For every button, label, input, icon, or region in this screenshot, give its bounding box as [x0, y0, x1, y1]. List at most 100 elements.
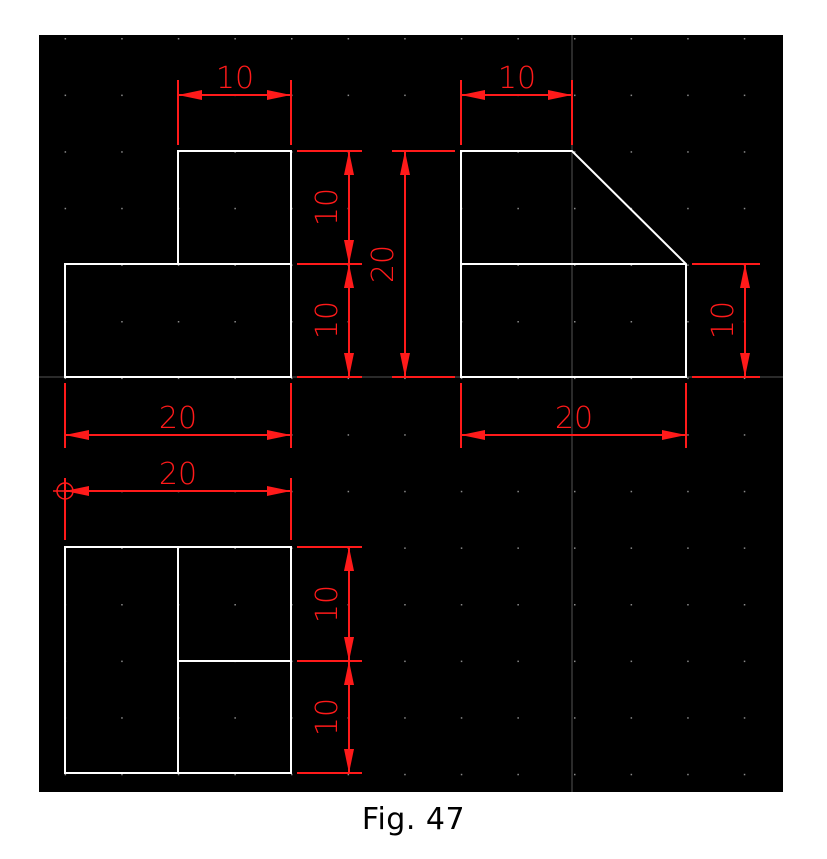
dim-text-side-bottom-width: 20 [555, 401, 593, 436]
grid-dot [234, 321, 236, 323]
dim-text-side-right-height: 10 [706, 301, 741, 339]
grid-dot [687, 434, 689, 436]
grid-dot [743, 207, 746, 210]
grid-dot [687, 717, 689, 719]
grid-dot [234, 717, 236, 719]
grid-dot [630, 773, 633, 776]
grid-dot [460, 717, 463, 719]
grid-dot [687, 377, 689, 380]
grid-dot [517, 773, 519, 776]
grid-dot [404, 547, 406, 549]
dim-front-top-width [177, 80, 292, 145]
grid-dot [347, 377, 350, 380]
grid-dot [234, 604, 236, 606]
grid-dot [460, 38, 463, 40]
grid-dot [574, 773, 576, 776]
grid-dot [460, 377, 463, 380]
origin-marker-icon [53, 479, 77, 503]
dim-text-front-top-width: 10 [216, 61, 254, 96]
grid-dot [234, 264, 236, 266]
grid-dot [743, 717, 746, 719]
dim-side-bottom-width [460, 383, 687, 448]
grid-dot [743, 38, 746, 40]
grid-dot [404, 94, 406, 97]
grid-dot [574, 377, 576, 380]
grid-dot [517, 207, 519, 210]
grid-dot [177, 377, 180, 380]
drawing-background [39, 35, 783, 792]
grid-dot [687, 604, 689, 606]
dim-text-top-upper-height: 10 [310, 585, 345, 623]
grid-dot [404, 660, 406, 663]
grid-dot [347, 773, 350, 776]
grid-dot [121, 717, 123, 719]
figure-caption: Fig. 47 [361, 802, 466, 837]
grid-dot [743, 377, 746, 380]
grid-dot [630, 490, 633, 493]
grid-dot [743, 773, 746, 776]
grid-dot [404, 717, 406, 719]
grid-dot [291, 38, 293, 40]
grid-dot [404, 604, 406, 606]
grid-dot [687, 151, 689, 153]
grid-dot [743, 547, 746, 549]
grid-dot [121, 377, 123, 380]
grid-dot [574, 38, 576, 40]
grid-dot [743, 660, 746, 663]
grid-dot [460, 660, 463, 663]
grid-dot [121, 207, 123, 210]
grid-dot [460, 490, 463, 493]
grid-dot [234, 547, 236, 549]
grid-dot [630, 547, 633, 549]
grid-dot [177, 38, 180, 40]
grid-dot [121, 773, 123, 776]
grid-dot [687, 660, 689, 663]
dim-side-total-height [392, 150, 455, 378]
grid-dot [687, 547, 689, 549]
grid-dot [743, 151, 746, 153]
grid-dot [574, 207, 576, 210]
grid-dot [234, 377, 236, 380]
grid-dot [121, 94, 123, 97]
dim-side-top-width [460, 80, 573, 145]
front-view [64, 150, 292, 378]
grid-dot [574, 151, 576, 153]
grid-dot [517, 264, 519, 266]
grid-dot [743, 490, 746, 493]
grid-dot [404, 490, 406, 493]
grid-dot [460, 604, 463, 606]
top-view [64, 546, 292, 774]
grid-dot [630, 604, 633, 606]
grid-dot [460, 773, 463, 776]
grid-dot [347, 434, 350, 436]
grid-dot [687, 94, 689, 97]
grid-dot [630, 94, 633, 97]
grid-dot [743, 604, 746, 606]
grid-dot [574, 490, 576, 493]
grid-dot [517, 604, 519, 606]
grid-dot [291, 773, 293, 776]
dim-front-lower-height [297, 264, 362, 378]
grid-dot [517, 717, 519, 719]
dim-front-bottom-width [64, 383, 292, 448]
grid-dot [687, 264, 689, 266]
grid-dot [630, 377, 633, 380]
side-view [460, 150, 687, 378]
grid-dot [234, 207, 236, 210]
dim-text-side-total-height: 20 [366, 245, 401, 283]
grid-dot [404, 434, 406, 436]
grid-dot [347, 38, 350, 40]
grid-dot [630, 321, 633, 323]
dim-text-side-top-width: 10 [498, 61, 536, 96]
grid-dot [574, 717, 576, 719]
grid-dot [517, 660, 519, 663]
dim-text-front-upper-height: 10 [310, 188, 345, 226]
grid-dot [574, 264, 576, 266]
grid-dot [574, 660, 576, 663]
grid-dot [347, 490, 350, 493]
dim-side-right-height [692, 263, 760, 378]
grid-dot [404, 38, 406, 40]
grid-dot [630, 264, 633, 266]
grid-dot [64, 773, 67, 776]
